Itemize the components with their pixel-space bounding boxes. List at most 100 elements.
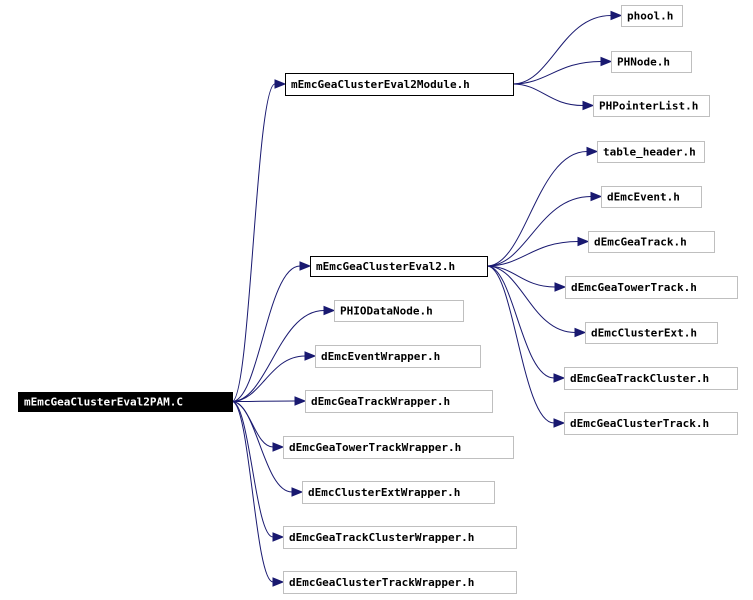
node-box — [310, 256, 488, 277]
node-box — [315, 345, 481, 368]
edge-root-to-clustertrackwrapper — [231, 401, 285, 587]
edge-root-to-trackwrapper — [231, 396, 307, 406]
arrowhead-icon — [304, 351, 317, 361]
node-trackwrapper: dEmcGeaTrackWrapper.h — [305, 390, 493, 413]
arrowhead-icon — [586, 146, 599, 157]
arrowhead-icon — [272, 532, 285, 542]
node-box — [283, 436, 514, 459]
node-label: PHNode.h — [617, 56, 670, 69]
edge-root-to-trackclusterwrapper — [231, 401, 285, 542]
node-clustertrackwrapper: dEmcGeaClusterTrackWrapper.h — [283, 571, 517, 594]
node-eventwrapper: dEmcEventWrapper.h — [315, 345, 481, 368]
node-box — [564, 412, 738, 435]
edge-eval2-to-demcclusterext — [486, 265, 587, 338]
arrowhead-icon — [272, 577, 285, 587]
edge-line — [512, 15, 612, 85]
node-box — [283, 571, 517, 594]
edge-line — [486, 196, 592, 267]
node-label: mEmcGeaClusterEval2PAM.C — [24, 396, 183, 409]
node-label: dEmcGeaTrackClusterWrapper.h — [289, 531, 474, 544]
node-eval2[interactable]: mEmcGeaClusterEval2.h — [310, 256, 488, 277]
node-label: dEmcGeaTowerTrackWrapper.h — [289, 441, 461, 454]
arrowhead-icon — [294, 396, 307, 406]
arrowhead-icon — [582, 100, 595, 111]
node-trackclusterwrapper: dEmcGeaTrackClusterWrapper.h — [283, 526, 517, 549]
node-box — [601, 186, 702, 208]
node-label: dEmcGeaTrackWrapper.h — [311, 395, 450, 408]
node-label: dEmcGeaClusterTrackWrapper.h — [289, 576, 474, 589]
edges-layer — [231, 10, 623, 587]
node-phool: phool.h — [621, 5, 683, 27]
edge-root-to-module — [231, 79, 287, 402]
node-label: dEmcGeaTowerTrack.h — [571, 281, 697, 294]
node-demcgeatrack: dEmcGeaTrack.h — [588, 231, 715, 253]
arrowhead-icon — [600, 56, 613, 67]
edge-line — [486, 151, 588, 267]
edge-line — [231, 83, 276, 402]
arrowhead-icon — [291, 487, 304, 497]
node-demcgeaclustertrack: dEmcGeaClusterTrack.h — [564, 412, 738, 435]
node-box — [565, 276, 738, 299]
node-label: dEmcGeaTrackCluster.h — [570, 372, 709, 385]
edge-line — [231, 401, 274, 538]
edge-line — [512, 61, 602, 85]
edge-root-to-towertrackwrapper — [231, 401, 285, 452]
edge-line — [512, 83, 584, 106]
edge-line — [231, 355, 306, 402]
node-clusterextwrapper: dEmcClusterExtWrapper.h — [302, 481, 495, 504]
edge-module-to-phpointer — [512, 83, 595, 111]
edge-eval2-to-demcgeatowertrack — [486, 265, 567, 292]
node-box — [585, 322, 718, 344]
node-label: dEmcEventWrapper.h — [321, 350, 440, 363]
edge-module-to-phool — [512, 10, 623, 85]
arrowhead-icon — [299, 261, 312, 271]
edge-line — [231, 310, 325, 402]
edge-line — [231, 401, 293, 493]
node-module[interactable]: mEmcGeaClusterEval2Module.h — [285, 73, 514, 96]
edge-line — [486, 265, 576, 333]
node-label: dEmcClusterExt.h — [591, 327, 697, 340]
node-label: PHIODataNode.h — [340, 305, 433, 318]
node-box — [305, 390, 493, 413]
edge-line — [486, 265, 556, 288]
node-label: dEmcGeaTrack.h — [594, 236, 687, 249]
arrowhead-icon — [554, 282, 567, 292]
nodes-layer: mEmcGeaClusterEval2PAM.C mEmcGeaClusterEv… — [18, 5, 738, 594]
node-towertrackwrapper: dEmcGeaTowerTrackWrapper.h — [283, 436, 514, 459]
arrowhead-icon — [272, 442, 285, 452]
edge-root-to-clusterextwrapper — [231, 401, 304, 497]
arrowhead-icon — [574, 327, 587, 338]
node-box — [302, 481, 495, 504]
node-demcclusterext: dEmcClusterExt.h — [585, 322, 718, 344]
node-phiodatanode: PHIODataNode.h — [334, 300, 464, 322]
arrowhead-icon — [577, 236, 590, 247]
node-label: mEmcGeaClusterEval2Module.h — [291, 78, 470, 91]
arrowhead-icon — [553, 373, 566, 383]
node-label: table_header.h — [603, 146, 696, 159]
arrowhead-icon — [323, 305, 336, 316]
node-demcgeatrackcluster: dEmcGeaTrackCluster.h — [564, 367, 738, 390]
node-label: phool.h — [627, 10, 673, 23]
edge-eval2-to-tableheader — [486, 146, 599, 267]
edge-line — [231, 400, 296, 402]
edge-eval2-to-demcgeatrackcluster — [486, 265, 566, 383]
node-phnode: PHNode.h — [611, 51, 692, 73]
edge-line — [486, 265, 555, 424]
edge-eval2-to-demcgeatrack — [486, 236, 590, 267]
node-box — [334, 300, 464, 322]
node-box — [621, 5, 683, 27]
node-label: dEmcClusterExtWrapper.h — [308, 486, 460, 499]
node-box — [597, 141, 705, 163]
node-label: dEmcGeaClusterTrack.h — [570, 417, 709, 430]
edge-root-to-eval2 — [231, 261, 312, 402]
node-box — [283, 526, 517, 549]
node-demcevent: dEmcEvent.h — [601, 186, 702, 208]
node-root[interactable]: mEmcGeaClusterEval2PAM.C — [18, 392, 233, 412]
arrowhead-icon — [610, 10, 623, 21]
node-phpointer: PHPointerList.h — [593, 95, 710, 117]
edge-line — [486, 265, 555, 379]
edge-eval2-to-demcevent — [486, 191, 603, 267]
node-box — [611, 51, 692, 73]
arrowhead-icon — [590, 191, 603, 202]
